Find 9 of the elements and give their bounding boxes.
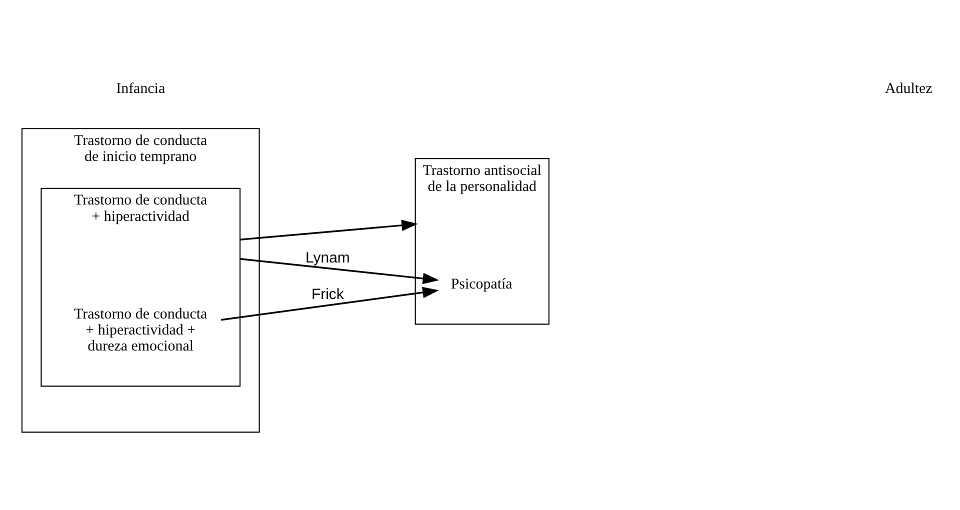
arrow xyxy=(240,220,418,240)
arrow xyxy=(221,286,439,321)
arrow xyxy=(240,258,440,284)
node-text: Psicopatía xyxy=(450,276,512,293)
label: Infancia xyxy=(116,81,166,98)
label: Adultez xyxy=(884,81,932,98)
edge-label: Lynam xyxy=(306,249,350,266)
edge-label: Frick xyxy=(311,286,344,303)
node-text: Trastorno de conducta + hiperactividad + dureza emocional xyxy=(74,306,208,355)
